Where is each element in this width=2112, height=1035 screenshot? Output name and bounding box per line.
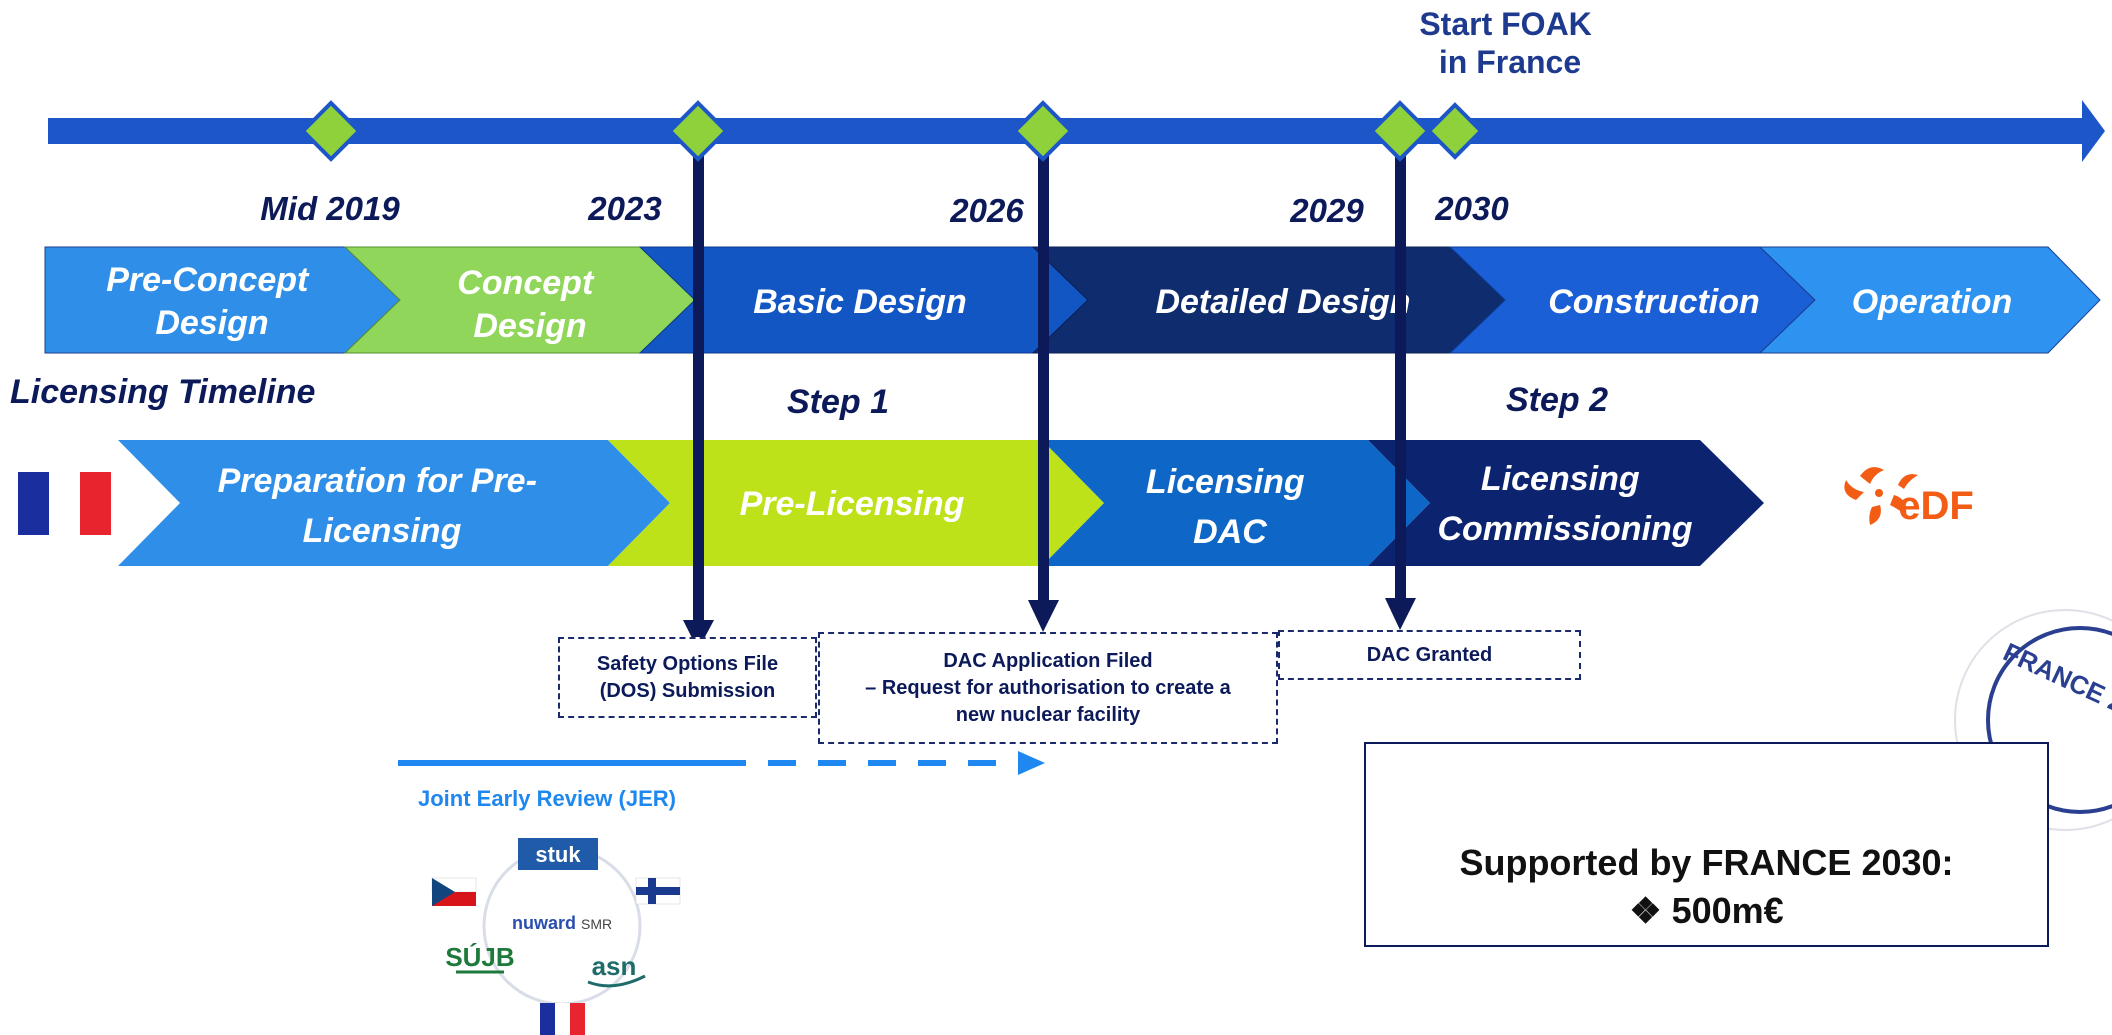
dos-submission-text: Safety Options File (DOS) Submission — [596, 652, 779, 702]
svg-text:eDF: eDF — [1898, 484, 1974, 528]
licensing-prep — [118, 440, 670, 566]
asn-logo: asn — [587, 951, 646, 988]
licensing-dac — [1042, 440, 1430, 566]
dac-granted-text: DAC Granted — [1366, 643, 1493, 666]
design-phases — [44, 246, 2101, 354]
phase-label-construction: Construction — [1548, 283, 1760, 321]
dac-filed-box: DAC Application Filed – Request for auth… — [818, 632, 1278, 744]
milestone-diamond-2023 — [667, 100, 729, 162]
svg-text:stuk: stuk — [535, 842, 581, 867]
stuk-logo: stuk — [518, 838, 598, 870]
milestone-diamond-2026 — [1012, 100, 1074, 162]
dos-submission-box: Safety Options File (DOS) Submission — [558, 637, 817, 718]
nuward-logo: nuward — [512, 913, 576, 933]
phase-label-basic-design: Basic Design — [753, 283, 967, 321]
step-1-label: Step 1 — [787, 383, 889, 421]
support-box: Supported by FRANCE 2030: ❖ 500m€ — [1364, 742, 2049, 947]
phase-label-detailed-design: Detailed Design — [1155, 283, 1410, 321]
licensing-label-pre: Pre-Licensing — [740, 485, 965, 523]
date-2023: 2023 — [587, 190, 661, 227]
jer-arrow — [398, 751, 1045, 775]
phase-label-operation: Operation — [1852, 283, 2013, 321]
smr-label: SMR — [581, 916, 612, 932]
licensing-timeline-title: Licensing Timeline — [10, 373, 315, 411]
start-foak-line-2: in France — [1439, 44, 1581, 80]
milestone-diamond-mid2019 — [300, 100, 362, 162]
svg-text:SÚJB: SÚJB — [445, 942, 514, 972]
milestone-diamonds — [300, 100, 1484, 162]
edf-logo: eDF — [1844, 467, 1974, 528]
jer-label: Joint Early Review (JER) — [418, 786, 676, 811]
sujb-logo: SÚJB — [445, 942, 515, 974]
svg-text:asn: asn — [592, 951, 637, 981]
start-foak-line-1: Start FOAK — [1419, 6, 1591, 42]
phase-label-concept: Concept Design — [457, 264, 602, 345]
dac-filed-text: DAC Application Filed – Request for auth… — [865, 649, 1231, 726]
licensing-label-dac: Licensing DAC — [1146, 463, 1314, 551]
date-2030: 2030 — [1434, 190, 1509, 227]
phase-operation — [1758, 246, 2101, 354]
licensing-pre — [608, 440, 1104, 566]
phase-label-pre-concept: Pre-Concept Design — [106, 261, 318, 342]
milestone-diamond-2029 — [1369, 100, 1431, 162]
milestone-diamond-2030 — [1426, 102, 1484, 160]
milestone-lines — [683, 131, 1416, 650]
date-2029: 2029 — [1289, 192, 1364, 229]
france-flag-small-icon — [540, 1003, 585, 1035]
licensing-label-prep: Preparation for Pre- Licensing — [218, 462, 547, 550]
dac-granted-box: DAC Granted — [1278, 630, 1581, 680]
step-2-label: Step 2 — [1506, 381, 1608, 419]
jer-regulators: stuk nuward SMR SÚJB asn — [431, 838, 681, 1035]
france-flag-icon — [18, 472, 111, 535]
support-title: Supported by FRANCE 2030: — [1459, 842, 1954, 883]
start-foak-label: Start FOAK in France — [1419, 6, 1600, 80]
licensing-commissioning — [1368, 440, 1764, 566]
licensing-phases — [118, 440, 1764, 566]
czech-flag-icon — [431, 877, 477, 906]
date-2026: 2026 — [949, 192, 1024, 229]
finland-flag-icon — [635, 877, 681, 905]
licensing-label-commissioning: Licensing Commissioning — [1437, 460, 1692, 548]
date-mid-2019: Mid 2019 — [260, 190, 400, 227]
support-amount: ❖ 500m€ — [1629, 890, 1784, 931]
